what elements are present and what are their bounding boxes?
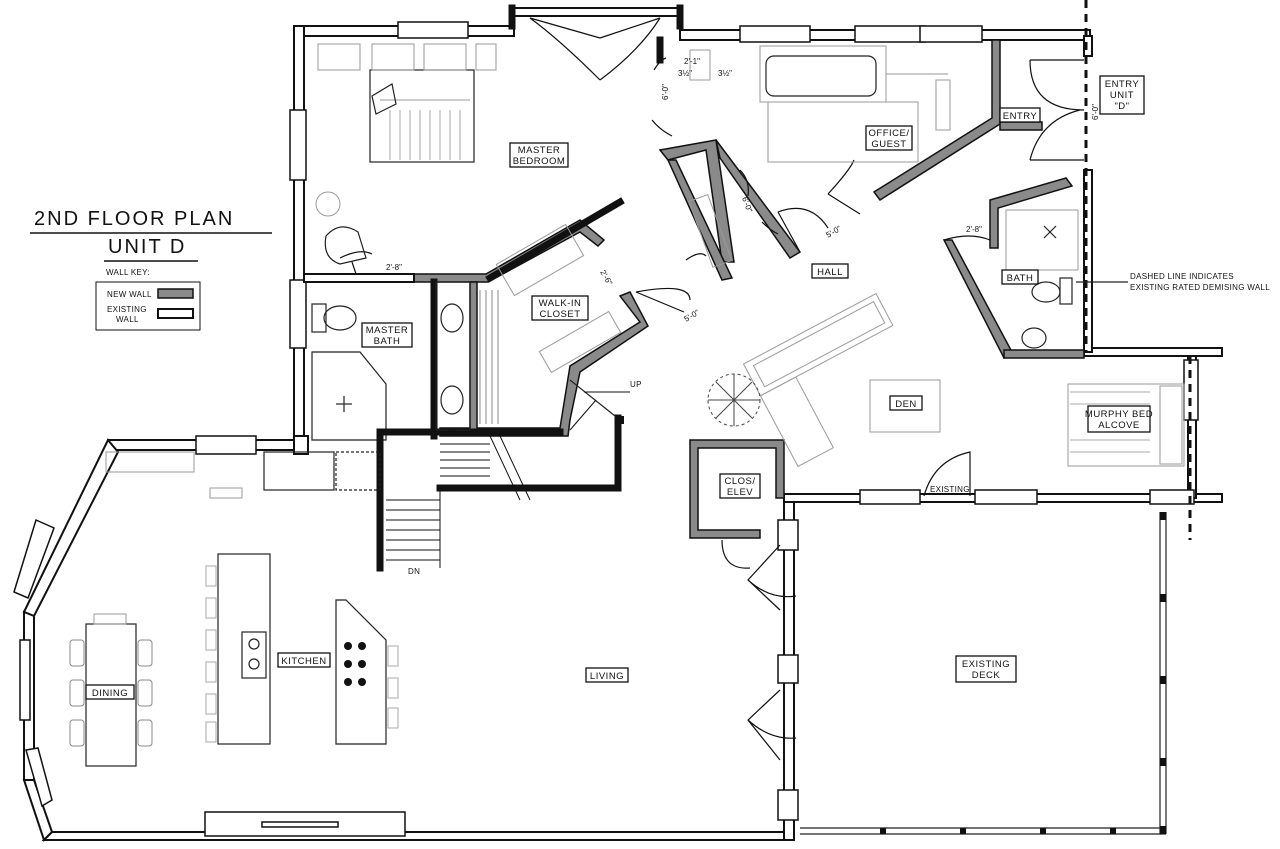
wall-key-existing-label-1: EXISTING xyxy=(107,305,147,314)
dim-3-5-a: 3½" xyxy=(678,69,692,78)
interior-walls xyxy=(293,36,1085,572)
sink-icon xyxy=(440,303,464,333)
svg-text:DECK: DECK xyxy=(972,670,1001,681)
label-existing-deck: EXISTING DECK xyxy=(955,655,1017,683)
svg-text:MASTER: MASTER xyxy=(366,325,409,336)
svg-text:LIVING: LIVING xyxy=(590,671,624,682)
svg-text:MASTER: MASTER xyxy=(518,145,561,156)
wall-key-new-label: NEW WALL xyxy=(107,290,152,299)
svg-text:UNIT: UNIT xyxy=(1110,90,1134,101)
dim-2-1: 2'-1" xyxy=(684,57,700,66)
label-den: DEN xyxy=(889,395,923,411)
label-entry-unit: ENTRY UNIT "D" xyxy=(1099,75,1145,115)
label-bath: BATH xyxy=(1001,269,1039,285)
svg-text:MURPHY BED: MURPHY BED xyxy=(1085,409,1153,420)
windows xyxy=(13,21,1199,837)
label-entry: ENTRY xyxy=(999,107,1041,123)
title-line-2: UNIT D xyxy=(108,236,186,258)
svg-text:ALCOVE: ALCOVE xyxy=(1098,420,1140,431)
label-hall: HALL xyxy=(811,263,849,279)
wall-key-existing-swatch xyxy=(157,308,194,319)
label-murphy-bed-alcove: MURPHY BED ALCOVE xyxy=(1085,405,1153,433)
svg-text:ELEV: ELEV xyxy=(727,487,753,498)
svg-text:CLOS/: CLOS/ xyxy=(724,476,755,487)
shower-drain-icon xyxy=(336,396,352,412)
furniture xyxy=(69,43,1185,835)
svg-text:KITCHEN: KITCHEN xyxy=(281,656,326,667)
stair-down-label: DN xyxy=(408,567,420,576)
svg-text:CLOSET: CLOSET xyxy=(539,309,580,320)
dim-5-0-a: 5'-0" xyxy=(683,308,701,324)
wall-key-heading: WALL KEY: xyxy=(106,268,150,277)
dim-6-0-a: 6'-0" xyxy=(661,84,670,100)
doors xyxy=(339,17,1085,761)
sofa-icon xyxy=(765,55,877,97)
wall-key-existing-label-2: WALL xyxy=(116,315,139,324)
svg-text:EXISTING: EXISTING xyxy=(962,659,1010,670)
dim-2-8-b: 2'-8" xyxy=(966,225,982,234)
svg-text:HALL: HALL xyxy=(817,267,843,278)
kitchen-sink-icon xyxy=(241,631,267,679)
room-labels: MASTER BEDROOM OFFICE/ GUEST ENTRY ENTRY… xyxy=(85,75,1153,700)
coffee-table-icon xyxy=(869,379,941,433)
bed-icon xyxy=(369,69,475,163)
label-master-bedroom: MASTER BEDROOM xyxy=(509,142,569,168)
wall-key: WALL KEY: NEW WALL EXISTING WALL xyxy=(95,268,201,331)
cooktop-icon xyxy=(344,642,366,686)
dim-6-0-b: 6'-0" xyxy=(1091,104,1100,120)
plant-icon-2 xyxy=(707,373,761,427)
counter-appliance-icon xyxy=(263,451,335,491)
svg-text:DINING: DINING xyxy=(92,688,128,699)
sink-icon-2 xyxy=(440,385,464,415)
range-counter xyxy=(335,599,387,745)
svg-text:DEN: DEN xyxy=(895,399,917,410)
stair-up-label: UP xyxy=(630,380,642,389)
armchair-icon xyxy=(324,226,367,265)
dim-2-8-a: 2'-8" xyxy=(386,263,402,272)
bath-sink-icon xyxy=(1021,327,1047,349)
demising-note-line-2: EXISTING RATED DEMISING WALL xyxy=(1130,283,1270,292)
demising-note-line-1: DASHED LINE INDICATES xyxy=(1130,272,1234,281)
label-master-bath: MASTER BATH xyxy=(361,322,413,348)
shower-drain-icon-2 xyxy=(1043,225,1057,239)
svg-text:"D": "D" xyxy=(1114,101,1129,112)
svg-text:OFFICE/: OFFICE/ xyxy=(869,128,910,139)
toilet-icon xyxy=(323,305,357,331)
label-walk-in-closet: WALK-IN CLOSET xyxy=(531,295,589,321)
kitchen-island xyxy=(217,553,271,745)
sectional-sofa-icon xyxy=(742,292,894,468)
plant-icon xyxy=(315,191,341,217)
svg-text:BATH: BATH xyxy=(374,336,401,347)
wall-key-new-swatch xyxy=(157,288,194,299)
svg-text:BEDROOM: BEDROOM xyxy=(513,156,566,167)
label-dining: DINING xyxy=(85,684,135,700)
svg-text:GUEST: GUEST xyxy=(871,139,906,150)
svg-text:ENTRY: ENTRY xyxy=(1003,111,1038,122)
label-office-guest: OFFICE/ GUEST xyxy=(865,125,913,151)
annotations: UP DN EXISTING DASHED LINE INDICATES EXI… xyxy=(408,272,1270,576)
murphy-bed-icon xyxy=(1067,383,1185,467)
plan-title: 2ND FLOOR PLAN UNIT D xyxy=(30,208,272,262)
dim-2-6: 2'-6" xyxy=(598,269,614,287)
svg-text:BATH: BATH xyxy=(1007,273,1034,284)
label-clos-elev: CLOS/ ELEV xyxy=(719,473,761,499)
existing-door-label: EXISTING xyxy=(930,485,970,494)
label-living: LIVING xyxy=(585,667,629,683)
svg-text:WALK-IN: WALK-IN xyxy=(539,298,582,309)
title-line-1: 2ND FLOOR PLAN xyxy=(34,208,234,230)
svg-text:ENTRY: ENTRY xyxy=(1105,79,1140,90)
label-kitchen: KITCHEN xyxy=(277,652,331,668)
dim-3-5-b: 3½" xyxy=(718,69,732,78)
